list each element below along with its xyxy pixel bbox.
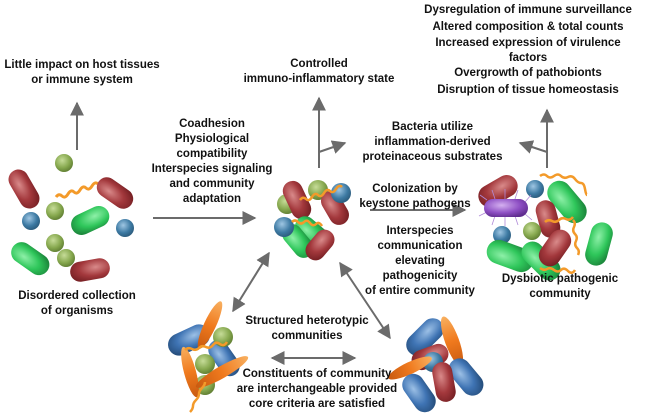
disordered-organisms-cluster: [8, 154, 134, 282]
keystone-pathogen: [478, 189, 533, 226]
red-rod: [478, 175, 518, 207]
arrows: [70, 96, 554, 365]
arrow-feedback-left: [318, 140, 347, 154]
arrow-feedback-right: [518, 140, 548, 154]
dysbiotic-community-label: Dysbiotic pathogenic community: [501, 273, 619, 300]
fusiform-bacterium: [195, 356, 249, 388]
disordered-outcome-label: Little impact on host tissues or immune …: [4, 59, 160, 86]
spirochete: [539, 173, 588, 197]
red-rod: [321, 191, 349, 225]
green-coccus: [46, 234, 64, 252]
blue-rod: [402, 373, 436, 413]
fusiform-bacterium: [440, 316, 464, 366]
blue-rod: [168, 324, 210, 356]
fusiform-bacterium: [197, 301, 223, 349]
controlled-state-label: Controlled immuno-inflammatory state: [243, 58, 395, 85]
blue-coccus: [493, 226, 511, 244]
fusiform-bacterium: [388, 356, 432, 380]
green-rod: [547, 180, 587, 224]
green-rod: [585, 222, 613, 266]
green-coccus: [195, 354, 215, 374]
structured-community-cluster: [274, 180, 351, 261]
red-rod: [305, 229, 335, 261]
spirochete: [189, 381, 207, 413]
heterotypic-community-right-cluster: [388, 316, 484, 413]
red-rod: [282, 180, 312, 220]
red-rod: [70, 258, 110, 282]
blue-coccus: [526, 180, 544, 198]
blue-coccus: [116, 219, 134, 237]
spirochete: [299, 184, 343, 202]
green-rod: [71, 205, 110, 235]
green-coccus: [55, 154, 73, 172]
red-rod: [538, 229, 572, 267]
blue-rod: [406, 318, 444, 356]
arrow-structured-heterotypic-left: [232, 251, 270, 313]
arrow-structured-heterotypic-right: [339, 261, 391, 340]
disordered-collection-label: Disordered collection of organisms: [18, 290, 136, 317]
dysbiotic-community-cluster: [478, 173, 613, 281]
feedback-label: Bacteria utilize inflammation-derived pr…: [362, 121, 503, 163]
green-rod: [11, 242, 50, 276]
spirochete: [544, 216, 574, 224]
fusiform-bacterium: [181, 346, 199, 398]
blue-rod: [448, 358, 484, 396]
interspecies-communication-label: Interspecies communication elevating pat…: [365, 225, 475, 297]
spirochete: [291, 219, 324, 227]
spirochete: [571, 219, 581, 256]
dysbiosis-outcomes-list: Dysregulation of immune surveillance Alt…: [424, 4, 632, 96]
green-rod: [486, 239, 534, 273]
green-coccus: [57, 249, 75, 267]
heterotypic-community-left-cluster: [168, 301, 249, 413]
green-coccus: [523, 222, 541, 240]
spirochete: [184, 341, 229, 352]
synergy-mechanisms-label: Coadhesion Physiological compatibility I…: [151, 118, 273, 205]
red-rod: [432, 362, 456, 402]
blue-coccus: [22, 212, 40, 230]
heterotypic-communities-label: Structured heterotypic communities: [245, 315, 369, 342]
red-rod: [96, 177, 134, 209]
interchangeable-constituents-label: Constituents of community are interchang…: [236, 368, 398, 410]
blue-coccus: [274, 217, 294, 237]
red-rod: [8, 169, 40, 209]
spirochete: [54, 181, 100, 199]
spirochete: [539, 266, 577, 274]
keystone-colonization-label: Colonization by keystone pathogens: [359, 183, 471, 210]
green-coccus: [46, 202, 64, 220]
